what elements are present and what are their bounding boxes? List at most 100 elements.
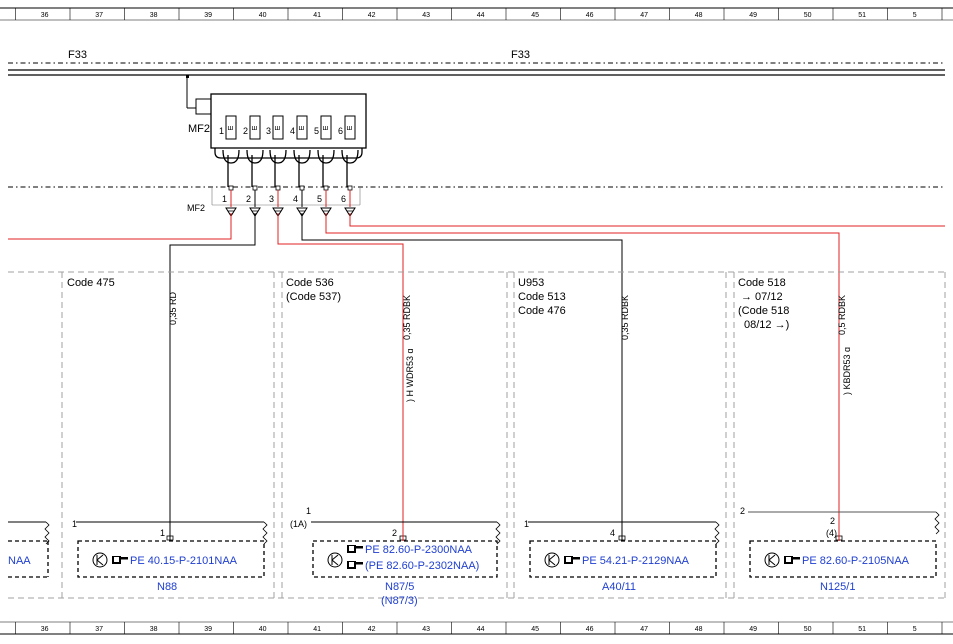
section-code-line: Code 513 <box>518 291 566 303</box>
bus-label-right: F33 <box>511 49 530 61</box>
component-box: PE 82.60-P-2105NAA <box>748 511 940 578</box>
component-reference-link[interactable]: (PE 82.60-P-2302NAA) <box>365 560 479 572</box>
ruler-column-label: 5 <box>913 12 917 19</box>
fuse-symbol: ш <box>228 125 234 132</box>
ruler-column-label: 49 <box>749 626 757 633</box>
fuse-symbol: ш <box>252 125 258 132</box>
section-n88: Code 475 0,35 RD 1 1 N88 <box>67 277 178 593</box>
pointing-hand-icon[interactable] <box>347 561 363 569</box>
component-box: PE 54.21-P-2129NAA <box>528 521 720 578</box>
pin-number: 2 <box>246 194 251 204</box>
component-name: N125/1 <box>820 581 855 593</box>
section-code-line: (Code 518 <box>738 305 789 317</box>
component-box: PE 40.15-P-2101NAA <box>76 521 268 578</box>
component-name: N87/5 <box>385 581 414 593</box>
wire-label: 0,35 RDBK <box>620 295 630 340</box>
ruler-column-label: 40 <box>259 626 267 633</box>
corner-number-alt: (1A) <box>290 519 307 529</box>
ruler-column-label: 51 <box>858 626 866 633</box>
ruler-column-label: 41 <box>313 626 321 633</box>
component-reference-link[interactable]: PE 54.21-P-2129NAA <box>582 555 690 567</box>
corner-number: 1 <box>72 519 77 529</box>
ruler-column-label: 39 <box>204 626 212 633</box>
pin-number: 3 <box>269 194 274 204</box>
component-reference-link[interactable]: PE 40.15-P-2101NAA <box>130 555 238 567</box>
ruler-column-label: 47 <box>640 626 648 633</box>
ruler-column-label: 46 <box>586 12 594 19</box>
connector-label: MF2 <box>187 203 205 213</box>
pointing-hand-icon[interactable] <box>564 556 580 564</box>
ruler-column-label: 42 <box>368 626 376 633</box>
pointing-hand-icon[interactable] <box>112 556 128 564</box>
ruler-column-label: 5 <box>913 626 917 633</box>
ruler-column-label: 41 <box>313 12 321 19</box>
fuse-number: 1 <box>219 126 224 136</box>
ruler-column-label: 40 <box>259 12 267 19</box>
transistor-icon <box>764 552 780 568</box>
ruler-column-label: 45 <box>531 12 539 19</box>
ruler-column-label: 37 <box>95 626 103 633</box>
ruler-column-label: 50 <box>804 12 812 19</box>
section-a40-11: U953 Code 513 Code 476 0,35 RDBK 1 4 A40… <box>518 277 636 593</box>
pin-number: 4 <box>610 528 615 538</box>
component-reference-link[interactable]: PE 82.60-P-2300NAA <box>365 544 473 556</box>
component-name-alt: (N87/3) <box>381 595 418 607</box>
fuse-symbol: ш <box>323 125 329 132</box>
fuse-number: 5 <box>314 126 319 136</box>
pin-number: 1 <box>160 528 165 538</box>
connector-pin: 2 <box>246 185 261 217</box>
ruler-column-label: 46 <box>586 626 594 633</box>
ruler-column-label: 47 <box>640 12 648 19</box>
ruler-column-label: 43 <box>422 12 430 19</box>
component-box: PE 82.60-P-2300NAA (PE 82.60-P-2302NAA) <box>311 521 501 578</box>
bottom-ruler: 35363738394041424344454647484950515 <box>0 621 953 635</box>
transistor-icon <box>92 552 108 568</box>
component-reference-link[interactable]: PE 82.60-P-2105NAA <box>802 555 910 567</box>
section-code-line: 08/12 →) <box>744 319 789 331</box>
component-name: N88 <box>157 581 177 593</box>
ruler-column-label: 42 <box>368 12 376 19</box>
ground-label: ) H WDR53 ɑ <box>405 348 415 402</box>
section-n87-5: Code 536 (Code 537) 0,35 RDBK ) H WDR53 … <box>286 277 418 607</box>
ruler-column-label: 36 <box>41 12 49 19</box>
section-code-line: U953 <box>518 277 544 289</box>
pin-number-alt: (4) <box>826 528 837 538</box>
pointing-hand-icon[interactable] <box>784 556 800 564</box>
fuse-number: 6 <box>338 126 343 136</box>
fuse-number: 3 <box>266 126 271 136</box>
ruler-column-label: 49 <box>749 12 757 19</box>
ruler-column-label: 39 <box>204 12 212 19</box>
section-code-line: → 07/12 <box>741 291 783 303</box>
ground-label: ) KBDR53 ɑ <box>842 347 852 395</box>
ruler-column-label: 44 <box>477 12 485 19</box>
ruler-column-label: 38 <box>150 12 158 19</box>
pin-number: 4 <box>293 194 298 204</box>
ruler-column-label: 45 <box>531 626 539 633</box>
wire-label: 0,35 RDBK <box>402 295 412 340</box>
corner-number: 1 <box>306 506 311 516</box>
wires <box>8 213 945 530</box>
f33-bus: F33 F33 <box>8 49 945 76</box>
connector-pin: 3 <box>269 185 284 217</box>
transistor-icon <box>327 552 343 568</box>
connector-pin: 1 <box>222 185 237 217</box>
ruler-column-label: 38 <box>150 626 158 633</box>
pin-number: 1 <box>222 194 227 204</box>
pointing-hand-icon[interactable] <box>347 545 363 553</box>
bus-label-left: F33 <box>68 49 87 61</box>
section-code-line: Code 518 <box>738 277 786 289</box>
fuse-number: 4 <box>290 126 295 136</box>
transistor-icon <box>544 552 560 568</box>
ruler-column-label: 48 <box>695 12 703 19</box>
ruler-column-label: 36 <box>41 626 49 633</box>
ruler-column-label: 51 <box>858 12 866 19</box>
